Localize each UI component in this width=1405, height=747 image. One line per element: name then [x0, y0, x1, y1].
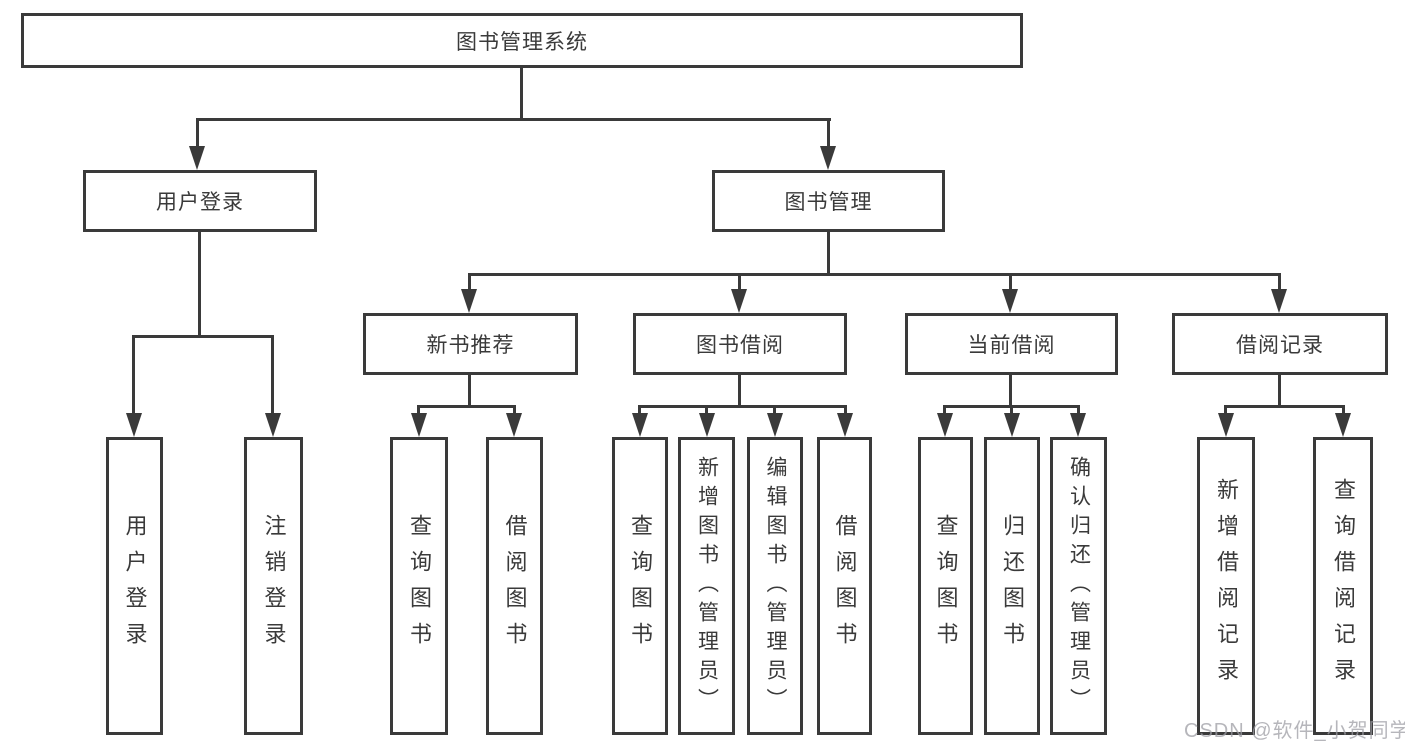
connector-line	[132, 335, 135, 415]
arrow-down-icon	[126, 413, 142, 437]
node-library-management-system: 图书管理系统	[21, 13, 1023, 68]
arrow-down-icon	[411, 413, 427, 437]
arrow-down-icon	[820, 146, 836, 170]
arrow-down-icon	[189, 146, 205, 170]
connector-line	[943, 405, 946, 417]
connector-line	[468, 273, 1281, 276]
arrow-down-icon	[837, 413, 853, 437]
arrow-down-icon	[767, 413, 783, 437]
connector-line	[196, 118, 199, 150]
leaf-current-return-book: 归还图书	[984, 437, 1040, 735]
connector-line	[827, 118, 830, 150]
connector-line	[196, 118, 831, 121]
connector-line	[705, 405, 708, 417]
arrow-down-icon	[699, 413, 715, 437]
connector-line	[417, 405, 516, 408]
connector-line	[827, 232, 830, 275]
node-new-book-recommend: 新书推荐	[363, 313, 578, 375]
arrow-down-icon	[731, 289, 747, 313]
node-book-borrow: 图书借阅	[633, 313, 847, 375]
connector-line	[844, 405, 847, 417]
connector-line	[1010, 405, 1013, 417]
node-user-login: 用户登录	[83, 170, 317, 232]
connector-line	[198, 232, 201, 337]
arrow-down-icon	[632, 413, 648, 437]
leaf-logout-login: 注销登录	[244, 437, 303, 735]
connector-line	[1077, 405, 1080, 417]
arrow-down-icon	[1070, 413, 1086, 437]
leaf-borrow-edit-book-admin: 编辑图书（管理员）	[747, 437, 803, 735]
connector-line	[1278, 375, 1281, 407]
arrow-down-icon	[265, 413, 281, 437]
connector-line	[1224, 405, 1345, 408]
node-book-management: 图书管理	[712, 170, 945, 232]
arrow-down-icon	[1004, 413, 1020, 437]
arrow-down-icon	[1335, 413, 1351, 437]
leaf-borrow-add-book-admin: 新增图书（管理员）	[678, 437, 735, 735]
leaf-current-query-book: 查询图书	[918, 437, 973, 735]
connector-line	[271, 335, 274, 415]
leaf-record-add-borrow-record: 新增借阅记录	[1197, 437, 1255, 735]
connector-line	[738, 273, 741, 293]
connector-line	[1342, 405, 1345, 417]
arrow-down-icon	[1218, 413, 1234, 437]
connector-line	[1278, 273, 1281, 293]
arrow-down-icon	[506, 413, 522, 437]
connector-line	[468, 273, 471, 293]
connector-line	[638, 405, 847, 408]
connector-line	[132, 335, 274, 338]
node-borrow-record: 借阅记录	[1172, 313, 1388, 375]
leaf-recommend-borrow-book: 借阅图书	[486, 437, 543, 735]
node-current-borrow: 当前借阅	[905, 313, 1118, 375]
csdn-watermark: CSDN @软件_小贺同学	[1184, 720, 1405, 742]
arrow-down-icon	[461, 289, 477, 313]
leaf-record-query-borrow-record: 查询借阅记录	[1313, 437, 1373, 735]
connector-line	[1224, 405, 1227, 417]
connector-line	[773, 405, 776, 417]
connector-line	[513, 405, 516, 417]
connector-line	[468, 375, 471, 407]
connector-line	[638, 405, 641, 417]
arrow-down-icon	[1271, 289, 1287, 313]
arrow-down-icon	[1002, 289, 1018, 313]
connector-line	[1009, 273, 1012, 293]
connector-line	[1009, 375, 1012, 407]
leaf-borrow-borrow-book: 借阅图书	[817, 437, 872, 735]
connector-line	[417, 405, 420, 417]
leaf-user-login: 用户登录	[106, 437, 163, 735]
leaf-recommend-query-book: 查询图书	[390, 437, 448, 735]
leaf-current-confirm-return-admin: 确认归还（管理员）	[1050, 437, 1107, 735]
connector-line	[520, 68, 523, 120]
leaf-borrow-query-book: 查询图书	[612, 437, 668, 735]
arrow-down-icon	[937, 413, 953, 437]
connector-line	[738, 375, 741, 407]
